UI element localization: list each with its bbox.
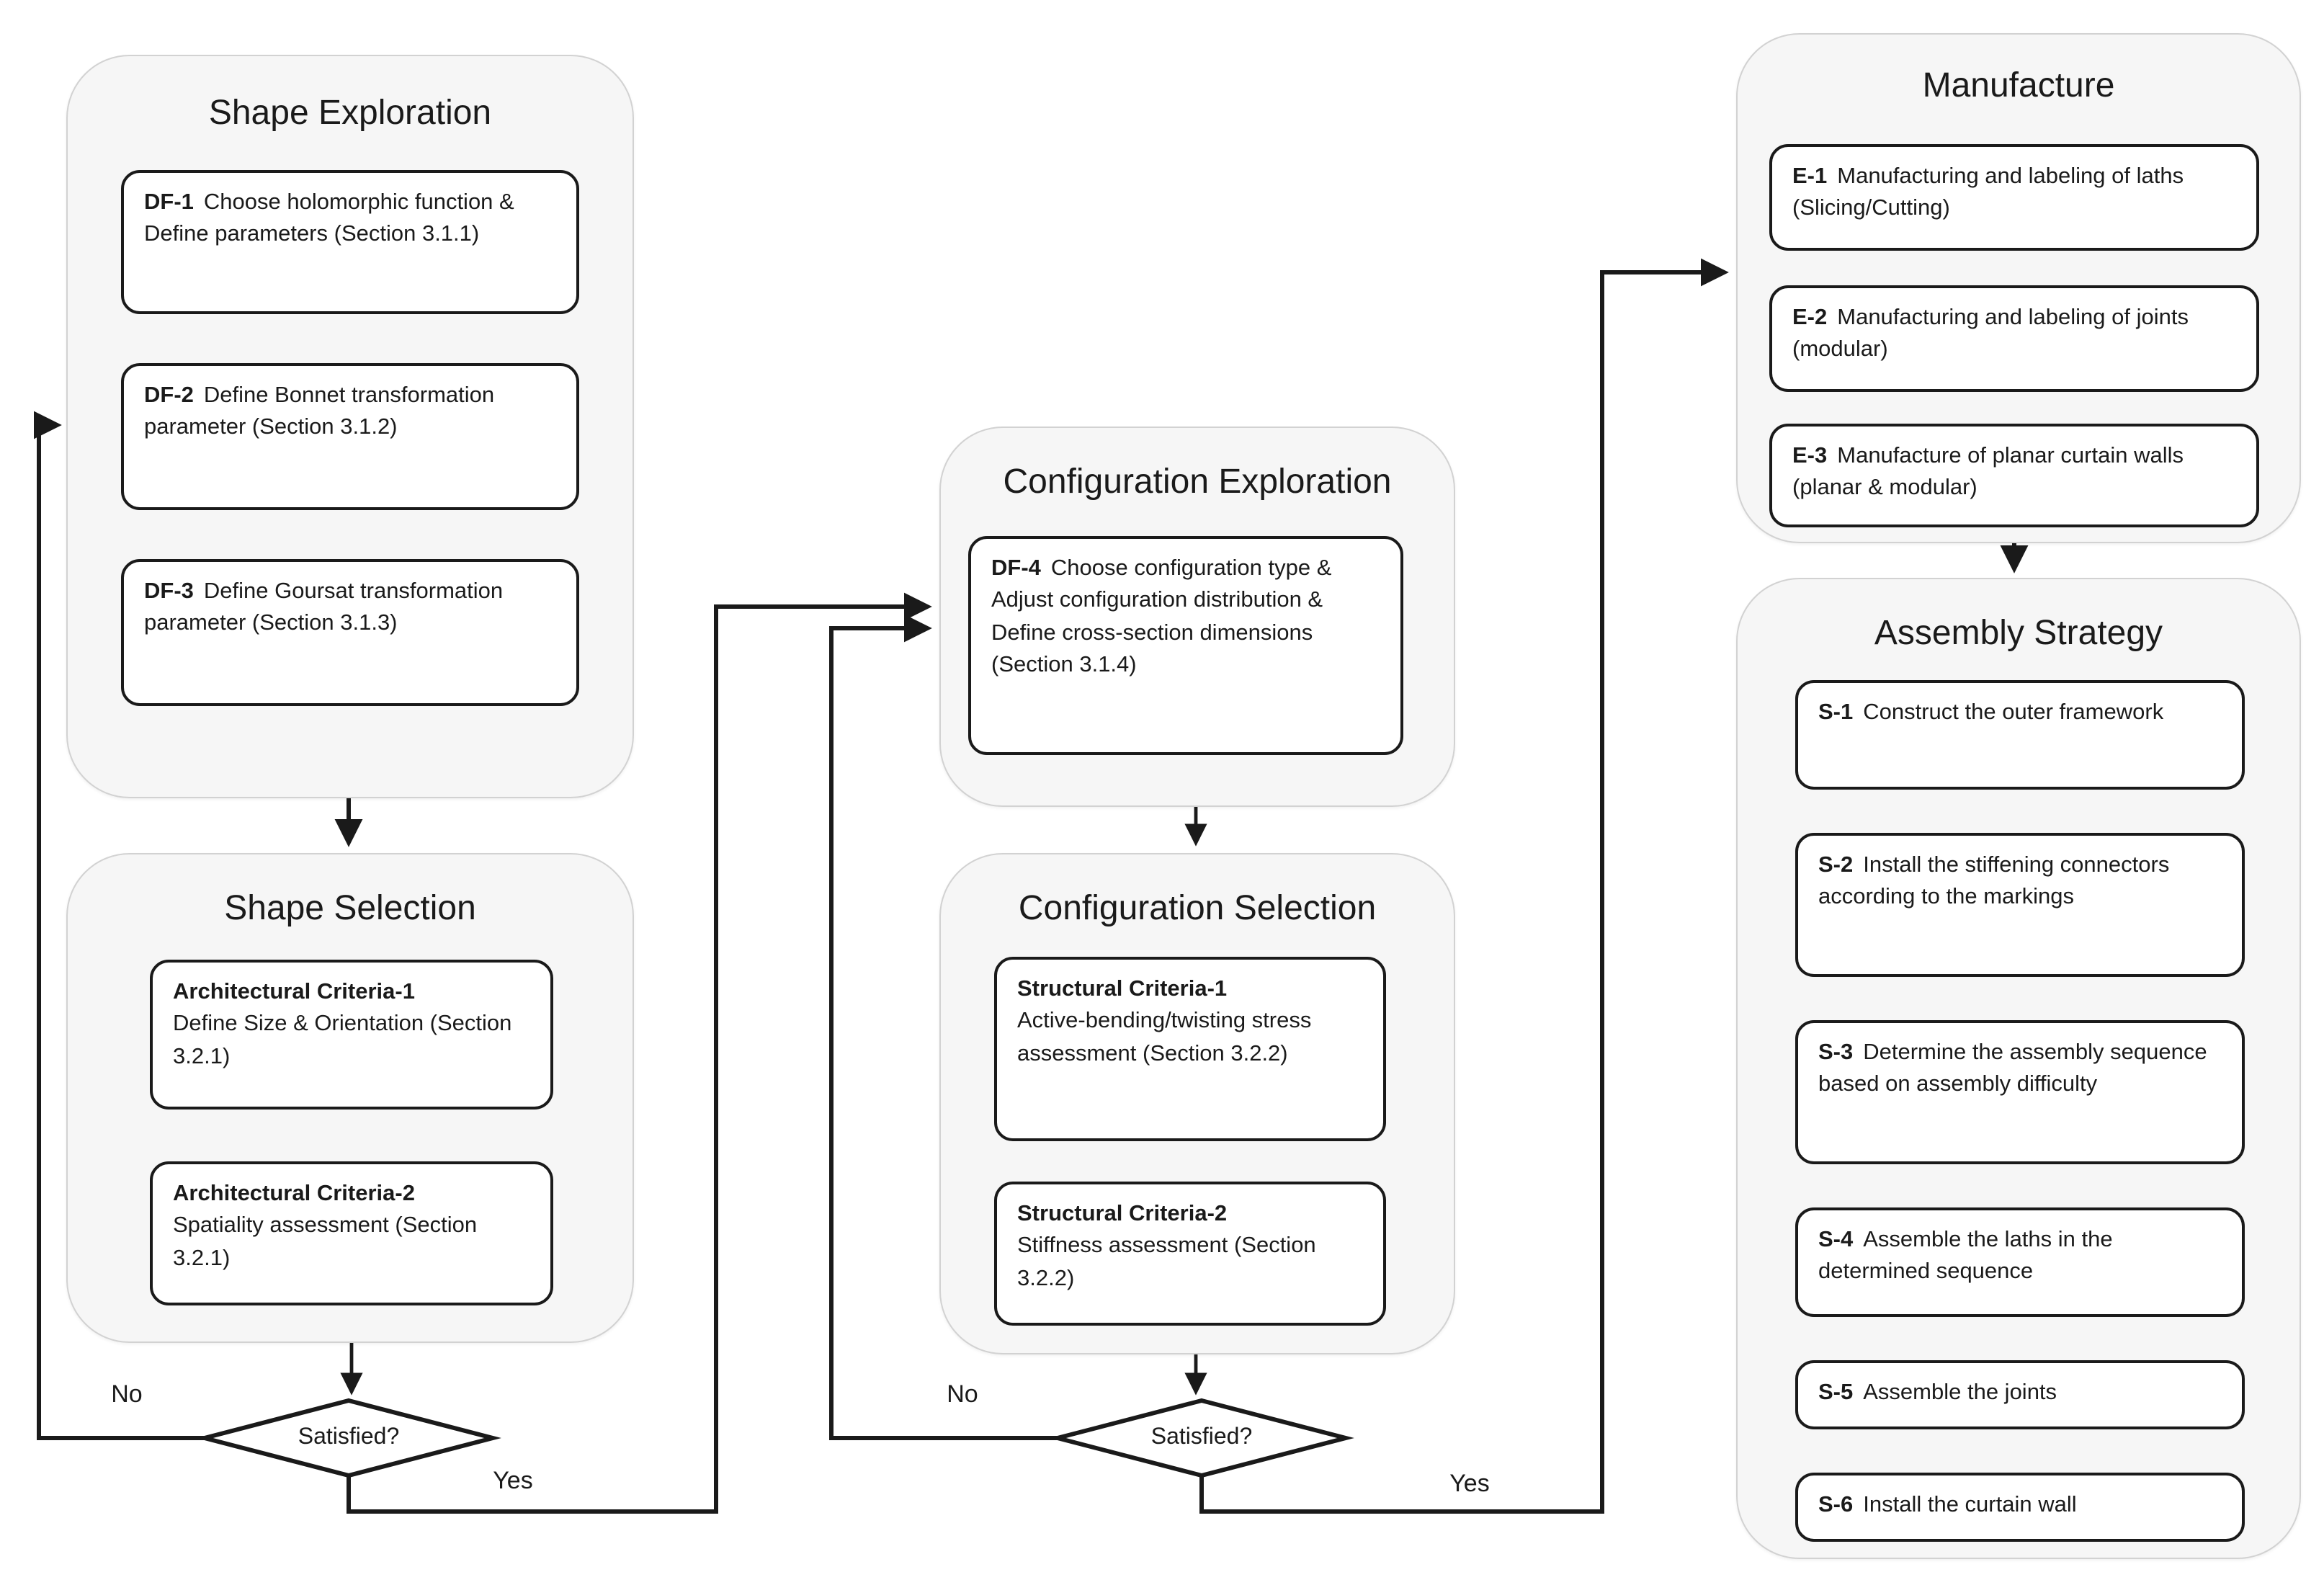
node-e3-tag: E-3: [1792, 444, 1828, 468]
node-df4-tag: DF-4: [991, 556, 1041, 581]
node-df1-tag: DF-1: [144, 190, 194, 215]
node-s3-text: Determine the assembly sequence based on…: [1818, 1040, 2207, 1097]
node-s5-tag: S-5: [1818, 1380, 1854, 1405]
node-e3-text: Manufacture of planar curtain walls (pla…: [1792, 444, 2184, 501]
node-df2-tag: DF-2: [144, 383, 194, 408]
node-s5-text: Assemble the joints: [1863, 1380, 2057, 1405]
node-s2-tag: S-2: [1818, 853, 1854, 878]
node-e2-tag: E-2: [1792, 305, 1828, 330]
node-ac2-text: Spatiality assessment (Section 3.2.1): [173, 1213, 478, 1271]
config-decision-yes-label: Yes: [1449, 1470, 1490, 1497]
group-title-shape-selection: Shape Selection: [224, 889, 476, 928]
node-ac1-tag: Architectural Criteria-1: [173, 980, 415, 1004]
node-s1-tag: S-1: [1818, 700, 1854, 725]
node-sc2-tag: Structural Criteria-2: [1017, 1202, 1228, 1226]
config-decision-no-label: No: [947, 1380, 978, 1408]
group-title-manufacture: Manufacture: [1922, 66, 2115, 105]
node-sc1-tag: Structural Criteria-1: [1017, 977, 1228, 1001]
node-s2-text: Install the stiffening connectors accord…: [1818, 853, 2170, 910]
node-e2-text: Manufacturing and labeling of joints (mo…: [1792, 305, 2189, 362]
node-s3-tag: S-3: [1818, 1040, 1854, 1065]
config-decision-question: Satisfied?: [1150, 1425, 1253, 1450]
node-e1-tag: E-1: [1792, 164, 1828, 189]
shape-decision-question: Satisfied?: [298, 1425, 400, 1450]
node-s6-text: Install the curtain wall: [1863, 1493, 2077, 1517]
node-sc2-text: Stiffness assessment (Section 3.2.2): [1017, 1233, 1316, 1291]
node-s6: S-6 Install the curtain wall: [1795, 1473, 2245, 1542]
group-title-config-exploration: Configuration Exploration: [1003, 463, 1392, 501]
node-df1-text: Choose holomorphic function & Define par…: [144, 190, 514, 247]
node-s1: S-1 Construct the outer framework: [1795, 680, 2245, 790]
node-ac1-text: Define Size & Orientation (Section 3.2.1…: [173, 1012, 512, 1069]
node-e1-text: Manufacturing and labeling of laths (Sli…: [1792, 164, 2184, 221]
node-s1-text: Construct the outer framework: [1863, 700, 2164, 725]
shape-decision-no-label: No: [111, 1380, 143, 1408]
shape-decision-yes-label: Yes: [493, 1467, 533, 1494]
node-df2-text: Define Bonnet transformation parameter (…: [144, 383, 495, 440]
node-s4-text: Assemble the laths in the determined seq…: [1818, 1228, 2113, 1285]
node-sc1-text: Active-bending/twisting stress assessmen…: [1017, 1009, 1312, 1066]
group-title-config-selection: Configuration Selection: [1018, 889, 1377, 928]
node-s6-tag: S-6: [1818, 1493, 1854, 1517]
node-s4-tag: S-4: [1818, 1228, 1854, 1252]
node-ac2-tag: Architectural Criteria-2: [173, 1182, 415, 1206]
node-df4-text: Choose configuration type & Adjust confi…: [991, 556, 1332, 678]
node-df3-text: Define Goursat transformation parameter …: [144, 579, 504, 636]
node-s5: S-5 Assemble the joints: [1795, 1360, 2245, 1429]
node-df3-tag: DF-3: [144, 579, 194, 604]
group-title-assembly-strategy: Assembly Strategy: [1874, 614, 2163, 653]
group-title-shape-exploration: Shape Exploration: [208, 94, 492, 133]
